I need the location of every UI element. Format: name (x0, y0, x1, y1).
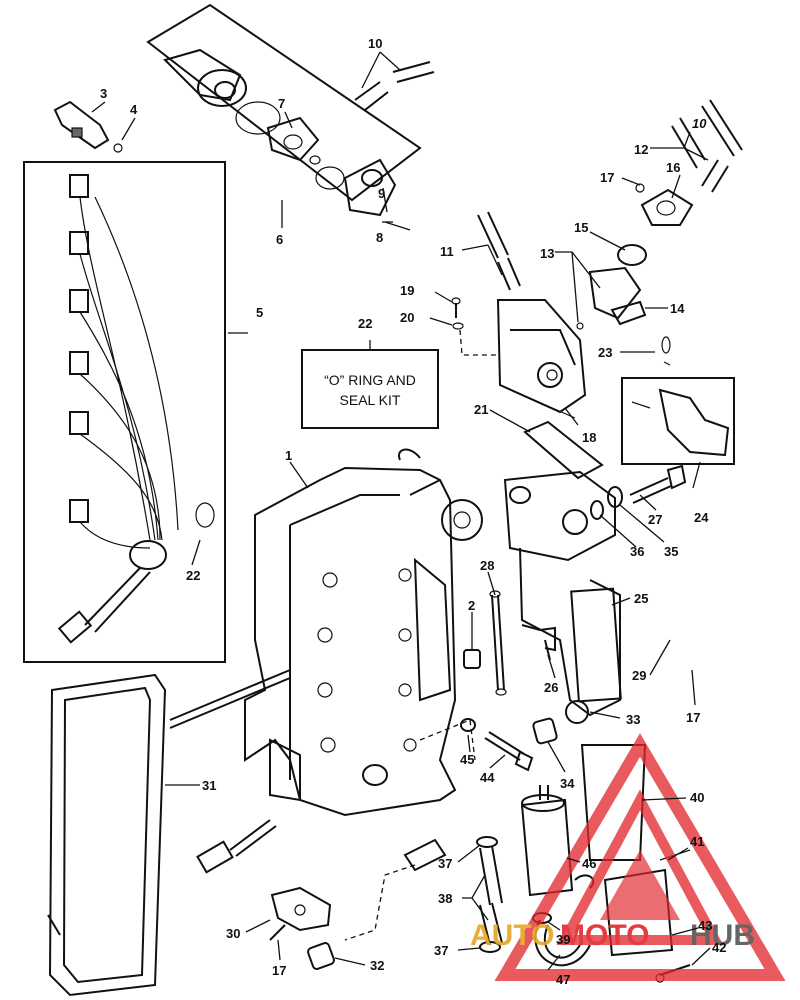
callout-38: 38 (438, 891, 452, 906)
callout-46: 46 (582, 856, 596, 871)
bolt-19-washer-20 (451, 297, 500, 356)
callout-34: 34 (560, 776, 575, 791)
callout-9: 9 (378, 186, 385, 201)
callout-23: 23 (598, 345, 612, 360)
callout-30: 30 (226, 926, 240, 941)
callout-10a: 10 (368, 36, 382, 51)
callout-6: 6 (276, 232, 283, 247)
callout-22b: 22 (186, 568, 200, 583)
callout-18: 18 (582, 430, 596, 445)
callout-42: 42 (712, 940, 726, 955)
harness-cable (169, 669, 291, 729)
callout-21: 21 (474, 402, 488, 417)
watermark-auto: AUTO (470, 919, 554, 952)
part-30-sensor (269, 886, 335, 970)
callout-7: 7 (278, 96, 285, 111)
watermark-hub: HUB (690, 919, 755, 952)
part-6-assembly (146, 3, 422, 231)
part-24-component (631, 336, 730, 457)
part-31-gasket (47, 673, 167, 997)
part-46-fuel-pump (476, 785, 574, 953)
part-3-sensor (53, 100, 123, 153)
callout-40: 40 (690, 790, 704, 805)
callout-29: 29 (632, 668, 646, 683)
upper-right-parts (576, 99, 743, 330)
callout-39: 39 (556, 932, 570, 947)
callout-20: 20 (400, 310, 414, 325)
callout-44: 44 (480, 770, 495, 785)
callout-26: 26 (544, 680, 558, 695)
part-18-vapor-separator (496, 299, 587, 419)
part-34-bushing (532, 717, 558, 745)
center-small-parts (344, 718, 534, 941)
part-25-bracket (503, 470, 622, 724)
callout-5: 5 (256, 305, 263, 320)
callout-28: 28 (480, 558, 494, 573)
callout-14: 14 (670, 301, 685, 316)
callout-15: 15 (574, 220, 588, 235)
callout-13: 13 (540, 246, 554, 261)
callout-19: 19 (400, 283, 414, 298)
callout-37a: 37 (438, 856, 452, 871)
callout-32: 32 (370, 958, 384, 973)
callout-22a: 22 (358, 316, 372, 331)
harness-box (23, 161, 226, 663)
callout-36: 36 (630, 544, 644, 559)
part-10-hoses (354, 61, 435, 111)
callout-1: 1 (285, 448, 292, 463)
callout-17b: 17 (686, 710, 700, 725)
part-5-harness (57, 174, 215, 644)
callout-47: 47 (556, 972, 570, 987)
callout-24: 24 (694, 510, 709, 525)
callout-37b: 37 (434, 943, 448, 958)
callout-numbers: 3 4 7 10 9 8 6 5 12 10 17 16 15 13 14 11… (100, 36, 726, 987)
callout-27: 27 (648, 512, 662, 527)
callout-17a: 17 (600, 170, 614, 185)
callout-35: 35 (664, 544, 678, 559)
callout-41: 41 (690, 834, 704, 849)
bolt-27 (590, 464, 687, 520)
leader-lines (91, 51, 711, 971)
kit-label-line2: SEAL KIT (340, 392, 401, 408)
kit-box (301, 349, 439, 429)
part-26-sensor (521, 624, 556, 661)
callout-3: 3 (100, 86, 107, 101)
callout-12: 12 (634, 142, 648, 157)
callout-10b: 10 (692, 116, 707, 131)
callout-17c: 17 (272, 963, 286, 978)
part-21-gasket (523, 420, 604, 480)
callout-33: 33 (626, 712, 640, 727)
callout-4: 4 (130, 102, 138, 117)
part-1-main-block (196, 448, 483, 874)
part-11-hoses (477, 211, 521, 291)
callout-25: 25 (634, 591, 648, 606)
callout-45: 45 (460, 752, 474, 767)
callout-31: 31 (202, 778, 216, 793)
kit-label-line1: “O” RING AND (324, 372, 416, 388)
watermark-moto: MOTO (560, 919, 649, 952)
callout-16: 16 (666, 160, 680, 175)
callout-11: 11 (440, 244, 454, 259)
callout-43: 43 (698, 918, 712, 933)
callout-2: 2 (468, 598, 475, 613)
part-24-box (621, 377, 735, 465)
callout-8: 8 (376, 230, 383, 245)
